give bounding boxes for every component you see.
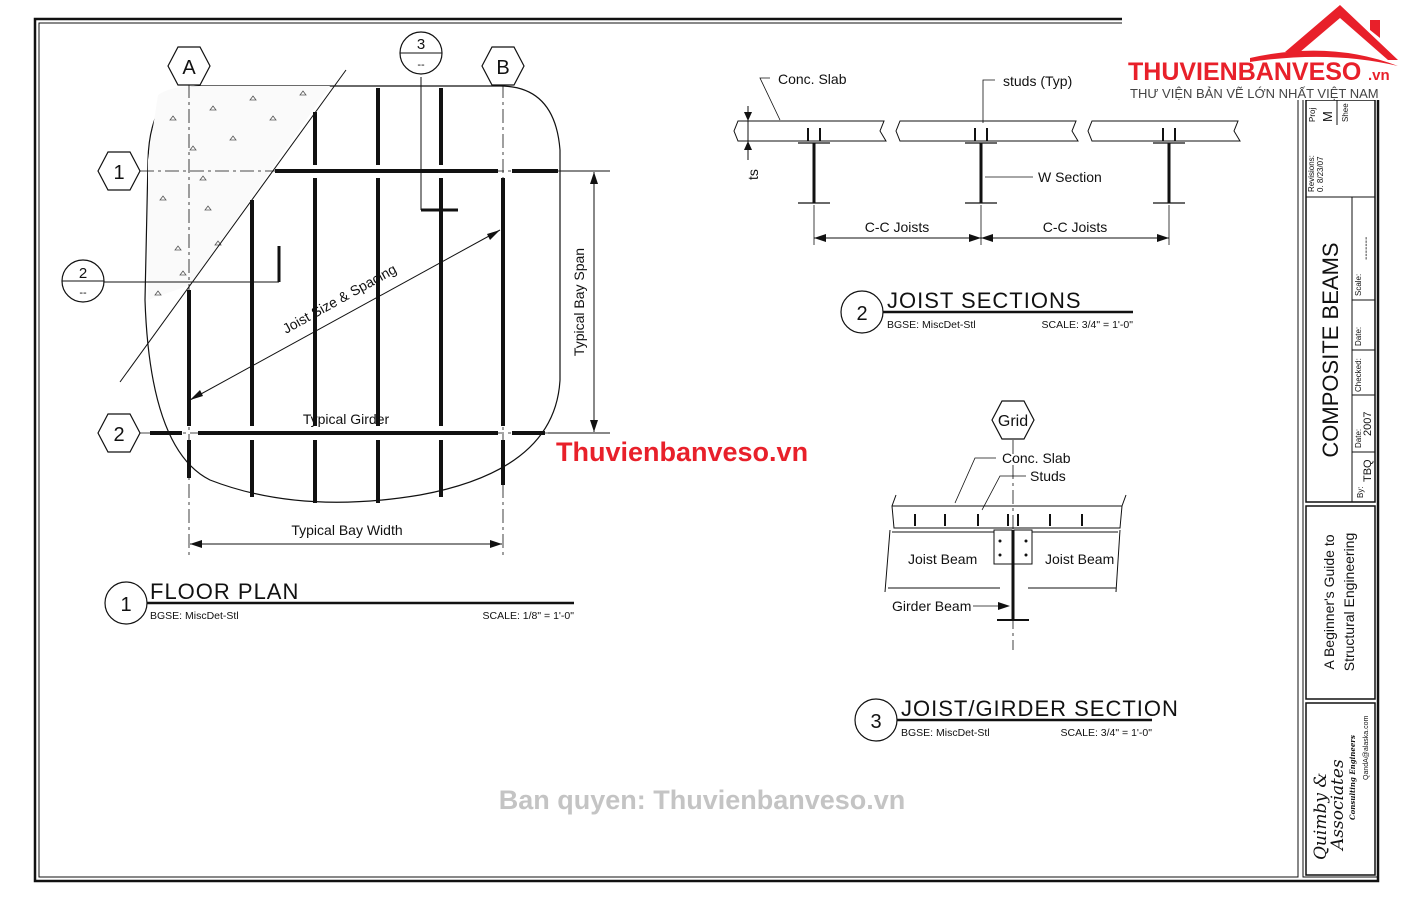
grid-bubble-grid [991, 400, 1035, 440]
joist-sections-title: JOIST SECTIONS [887, 288, 1082, 313]
w-section-label: W Section [1038, 169, 1102, 185]
svg-text:.vn: .vn [1368, 67, 1390, 84]
date-label: Date: [1354, 429, 1363, 448]
grid-label-a: A [182, 57, 196, 79]
proj-label: Proj [1308, 108, 1317, 122]
joist-sections-ref: BGSE: MiscDet-Stl [887, 319, 976, 331]
joist-sections-title-num: 2 [856, 303, 867, 325]
typical-girder-label: Typical Girder [303, 411, 390, 427]
section-ref-3-sheet: -- [417, 59, 425, 71]
subtitle-line-2: Structural Engineering [1341, 533, 1357, 672]
section-ref-3-num: 3 [417, 36, 425, 53]
section-ref-2-num: 2 [79, 265, 87, 282]
joist-girder-section: Grid Conc. Slab Studs Joist Beam Joist B… [854, 400, 1179, 742]
revisions-label: Revisions: [1307, 155, 1316, 192]
grid-bubble-b [481, 46, 525, 86]
girder-beam-label: Girder Beam [892, 598, 971, 614]
proj-value: M [1320, 111, 1335, 122]
date-value: 2007 [1362, 412, 1374, 436]
svg-text:Quimby &: Quimby & [1311, 773, 1331, 860]
joist-sections: Conc. Slab studs (Typ) W Section ts C-C … [733, 71, 1241, 334]
grid-bubble-a [167, 46, 211, 86]
scale-value: ------- [1361, 237, 1372, 260]
bay-width-label: Typical Bay Width [291, 522, 402, 538]
floor-plan-title-num: 1 [120, 594, 131, 616]
floor-plan: A B 1 2 2 -- 3 -- Joist Size & Spacing T… [61, 31, 610, 625]
joist-beam-left-label: Joist Beam [908, 551, 977, 567]
section-ref-2-sheet: -- [79, 287, 87, 299]
conc-slab-label: Conc. Slab [778, 71, 847, 87]
grid-label: Grid [998, 413, 1028, 430]
by-label: By: [1356, 486, 1365, 498]
joist-beam-right-label: Joist Beam [1045, 551, 1114, 567]
grid-label-b: B [496, 57, 509, 79]
svg-text:Consulting Engineers: Consulting Engineers [1348, 735, 1357, 820]
floor-plan-title: FLOOR PLAN [150, 579, 299, 604]
cc-joists-label-1: C-C Joists [865, 219, 930, 235]
ts-label: ts [745, 169, 761, 180]
firm-email: QandA@alaska.com [1363, 716, 1370, 780]
sheet-label: Shee [1341, 103, 1350, 122]
joist-size-label: Joist Size & Spacing [280, 261, 399, 337]
slab-cutaway-hatch [148, 86, 330, 300]
watermark-bottom: Ban quyen: Thuvienbanveso.vn [499, 785, 906, 815]
jg-scale: SCALE: 3/4" = 1'-0" [1061, 727, 1153, 739]
svg-text:THƯ VIỆN BẢN VẼ LỚN NHẤT VIỆT: THƯ VIỆN BẢN VẼ LỚN NHẤT VIỆT NAM [1130, 86, 1379, 101]
title-block: Proj M Shee Revisions: 0. 8/23/07 COMPOS… [1307, 103, 1374, 860]
grid-bubble-1 [97, 151, 141, 191]
scale-label: Scale: [1354, 274, 1363, 296]
by-value: TBQ [1362, 459, 1374, 482]
checked-label: Checked: [1354, 358, 1363, 392]
jg-ref: BGSE: MiscDet-Stl [901, 727, 990, 739]
sheet-border [33, 17, 1380, 883]
floor-plan-scale: SCALE: 1/8" = 1'-0" [483, 610, 575, 622]
svg-text:Associates: Associates [1328, 759, 1348, 852]
studs-typ-label: studs (Typ) [1003, 73, 1072, 89]
drawing-title: COMPOSITE BEAMS [1318, 242, 1343, 457]
jg-studs-label: Studs [1030, 468, 1066, 484]
jg-title-num: 3 [870, 711, 881, 733]
bay-span-label: Typical Bay Span [571, 248, 587, 356]
firm-logo: Quimby & Associates Consulting Engineers [1311, 735, 1357, 860]
grid-label-1: 1 [113, 162, 124, 184]
w-sections [747, 77, 1185, 245]
joist-sections-scale: SCALE: 3/4" = 1'-0" [1042, 319, 1134, 331]
jg-title: JOIST/GIRDER SECTION [901, 696, 1179, 721]
grid-label-2: 2 [113, 424, 124, 446]
site-logo: THUVIENBANVESO .vn THƯ VIỆN BẢN VẼ LỚN N… [1128, 5, 1398, 101]
roof-icon [1250, 5, 1398, 66]
grid-bubble-2 [97, 413, 141, 453]
svg-text:THUVIENBANVESO: THUVIENBANVESO [1128, 58, 1361, 86]
watermark-center: Thuvienbanveso.vn [556, 437, 808, 467]
jg-conc-slab-label: Conc. Slab [1002, 450, 1071, 466]
cc-joists-label-2: C-C Joists [1043, 219, 1108, 235]
revisions-value: 0. 8/23/07 [1316, 156, 1325, 192]
floor-plan-ref: BGSE: MiscDet-Stl [150, 610, 239, 622]
date2-label: Date: [1354, 327, 1363, 346]
subtitle-line-1: A Beginner's Guide to [1321, 534, 1337, 669]
